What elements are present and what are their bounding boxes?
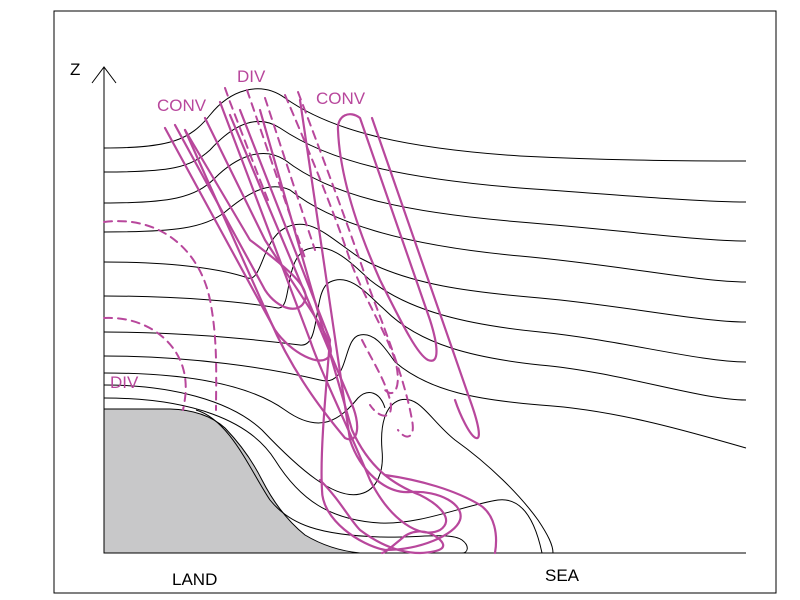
contour-line [103, 88, 747, 162]
contour-line [103, 223, 747, 323]
contour-lines [103, 88, 747, 554]
conv-label-right: CONV [316, 89, 366, 108]
divergence-contours [103, 87, 414, 438]
divergence-contour [103, 220, 218, 411]
convergence-contours [163, 98, 498, 555]
contour-line [103, 334, 747, 449]
div-label-top: DIV [237, 67, 266, 86]
contour-line [103, 186, 747, 283]
z-axis-arrowhead [91, 66, 117, 84]
conv-label-left: CONV [157, 96, 207, 115]
divergence-contour [224, 87, 269, 201]
contour-line [103, 372, 386, 424]
divergence-contour [361, 339, 392, 417]
contour-line [103, 279, 747, 401]
land-label: LAND [172, 570, 217, 589]
div-label-left: DIV [110, 373, 139, 392]
contour-line [103, 152, 747, 242]
convergence-contour [318, 478, 445, 555]
divergence-contour [103, 316, 187, 411]
divergence-contour [284, 94, 399, 395]
land-terrain [103, 408, 361, 554]
contour-line [103, 121, 747, 203]
figure-frame [53, 10, 777, 594]
convergence-contour [370, 116, 480, 440]
divergence-contour [297, 91, 414, 438]
contour-line [103, 384, 554, 554]
convergence-contour [183, 113, 359, 441]
convergence-contour [238, 98, 462, 552]
contour-line [103, 397, 543, 554]
convergence-contour [383, 473, 498, 555]
z-axis-label: Z [70, 60, 80, 79]
divergence-contour [246, 89, 306, 259]
convergence-contour [336, 113, 438, 362]
divergence-contour [264, 97, 316, 251]
sea-label: SEA [545, 566, 580, 585]
contour-line [103, 247, 747, 363]
